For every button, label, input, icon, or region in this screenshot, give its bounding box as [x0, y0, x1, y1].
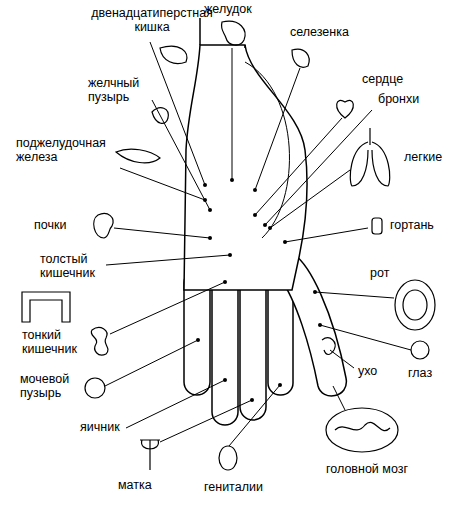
palm-crease [245, 62, 289, 238]
uterus-icon [140, 440, 160, 470]
spleen-icon [292, 49, 309, 67]
point-dots [196, 178, 322, 402]
ring-finger [212, 270, 238, 425]
stomach-icon [221, 21, 245, 45]
mouth-icon [403, 290, 427, 320]
organ-label: бронхи [378, 92, 419, 106]
leader-line [126, 380, 225, 428]
leader-line [232, 48, 233, 180]
organ-label: легкие [404, 150, 442, 164]
lungs-icon [350, 128, 389, 186]
heart-icon [337, 100, 354, 118]
organ-label: мочевой пузырь [20, 372, 80, 401]
leader-line [110, 282, 225, 334]
kidney-icon [94, 213, 113, 238]
organ-label: гортань [390, 218, 434, 232]
leader-line [114, 228, 210, 238]
organ-label: матка [118, 478, 152, 492]
organ-label: гениталии [204, 480, 263, 494]
organ-icons [22, 21, 435, 470]
leader-line [333, 386, 345, 410]
wrist-line [199, 18, 201, 45]
brain-icon [326, 408, 398, 452]
organ-label: желудок [204, 2, 252, 16]
mouth-icon [395, 280, 435, 330]
organ-label: тонкий кишечник [22, 328, 88, 357]
leader-line [315, 292, 394, 298]
organ-label: толстый кишечник [40, 252, 104, 281]
leader-line [229, 385, 280, 446]
small-intestine-icon [91, 328, 108, 356]
genitals-icon [219, 446, 237, 470]
leader-line [105, 340, 198, 386]
wrist-line [244, 45, 246, 48]
leader-line [330, 350, 354, 368]
organ-label: глаз [408, 366, 432, 380]
leader-lines [105, 42, 411, 446]
organ-label: головной мозг [326, 462, 408, 476]
leader-line [320, 325, 411, 350]
leader-line [120, 168, 205, 200]
pancreas-icon [116, 149, 160, 163]
organ-label: яичник [80, 420, 120, 434]
leader-line [106, 255, 230, 265]
organ-label: рот [370, 266, 389, 280]
leader-line [285, 228, 368, 242]
leader-line [152, 100, 210, 210]
organ-label: поджелудочная железа [16, 136, 116, 165]
eye-icon [411, 341, 429, 359]
palm [184, 45, 307, 290]
organ-label: ухо [358, 364, 377, 378]
leader-line [265, 110, 372, 225]
organ-label: почки [34, 218, 66, 232]
leader-line [150, 42, 205, 185]
organ-label: желчный пузырь [88, 76, 150, 105]
organ-label: сердце [362, 72, 403, 86]
hand-outline [184, 45, 346, 425]
leader-line [270, 170, 350, 228]
leader-line [255, 118, 342, 215]
middle-finger [240, 270, 266, 420]
larynx-icon [372, 218, 382, 234]
colon-icon [22, 292, 70, 322]
brain-icon [335, 422, 390, 430]
duodenum-icon [160, 46, 187, 63]
organ-label: двенадцатиперстная кишка [86, 6, 218, 35]
organ-label: селезенка [290, 25, 349, 39]
bladder-icon [85, 378, 105, 398]
